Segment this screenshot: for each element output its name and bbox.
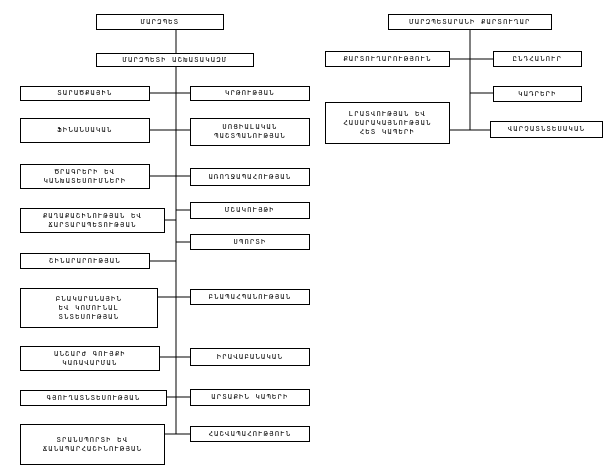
dept-transport: ՏՐԱՆՍՊՈՐՏԻ ԵՎ ՃԱՆԱՊԱՐՀԱՇԻՆՈՒԹՅԱՆ bbox=[20, 424, 165, 465]
box-marzpet-office: ՄԱՐԶՊԵՏԻ ԱՇԽԱՏԱԿԱԶՄ bbox=[96, 53, 254, 67]
box-marzpet: ՄԱՐԶՊԵՏ bbox=[96, 14, 224, 30]
dept-urban-planning: ՔԱՂԱՔԱՇԻՆՈՒԹՅԱՆ ԵՎ ՃԱՐՏԱՐԱՊԵՏՈՒԹՅԱՆ bbox=[20, 208, 165, 233]
dept-property: ԱՆՇԱՐԺ ԳՈՒՅՔԻ ԿԱՌԱՎԱՐՄԱՆ bbox=[20, 346, 160, 371]
dept-information-public: ԼՐԱՏՎՈՒԹՅԱՆ ԵՎ ՀԱՍԱՐԱԿԱՅՆՈՒԹՅԱՆ ՀԵՏ ԿԱՊԵ… bbox=[325, 102, 450, 144]
dept-administrative: ՎԱՐՉԱՏՆՏԵՍԱԿԱՆ bbox=[490, 121, 603, 138]
dept-culture: ՄՇԱԿՈՒՅԹԻ bbox=[190, 202, 310, 219]
dept-general: ԸՆԴՀԱՆՈՒՐ bbox=[493, 51, 582, 67]
dept-personnel: ԿԱԴՐԵՐԻ bbox=[493, 86, 582, 102]
box-staff-head: ՄԱՐԶՊԵՏԱՐԱՆԻ ՔԱՐՏՈՒՂԱՐ bbox=[388, 14, 552, 30]
dept-legal: ԻՐԱՎԱԲԱՆԱԿԱՆ bbox=[190, 348, 310, 366]
dept-accounting: ՀԱՇՎԱՊԱՀՈՒԹՅՈՒՆ bbox=[190, 426, 310, 442]
dept-social-protection: ՍՈՑԻԱԼԱԿԱՆ ՊԱՇՏՊԱՆՈՒԹՅԱՆ bbox=[190, 118, 310, 146]
dept-financial: ՖԻՆԱՆՍԱԿԱՆ bbox=[20, 118, 150, 143]
dept-healthcare: ԱՌՈՂՋԱՊԱՀՈՒԹՅԱՆ bbox=[190, 168, 310, 186]
dept-construction: ՇԻՆԱՐԱՐՈՒԹՅԱՆ bbox=[20, 253, 150, 269]
dept-chief-of-staff: ՔԱՐՏՈՒՂԱՐՈՒԹՅՈՒՆ bbox=[325, 51, 450, 67]
dept-programs: ԾՐԱԳՐԵՐԻ ԵՎ ԿԱՆԽԱՏԵՍՈՒՄՆԵՐԻ bbox=[20, 164, 150, 189]
dept-education: ԿՐԹՈՒԹՅԱՆ bbox=[190, 86, 310, 101]
dept-housing: ԲՆԱԿԱՐԱՆԱՅԻՆ ԵՎ ԿՈՄՈՒՆԱԼ ՏՆՏԵՍՈՒԹՅԱՆ bbox=[20, 288, 158, 328]
dept-external-relations: ԱՐՏԱՔԻՆ ԿԱՊԵՐԻ bbox=[190, 389, 310, 406]
dept-sport: ՍՊՈՐՏԻ bbox=[190, 234, 310, 250]
dept-environment: ԲՆԱՊԱՀՊԱՆՈՒԹՅԱՆ bbox=[190, 289, 310, 305]
dept-agriculture: ԳՅՈՒՂԱՏՆՏԵՍՈՒԹՅԱՆ bbox=[20, 390, 167, 406]
dept-territorial: ՏԱՐԱԾՔԱՅԻՆ bbox=[20, 86, 150, 101]
